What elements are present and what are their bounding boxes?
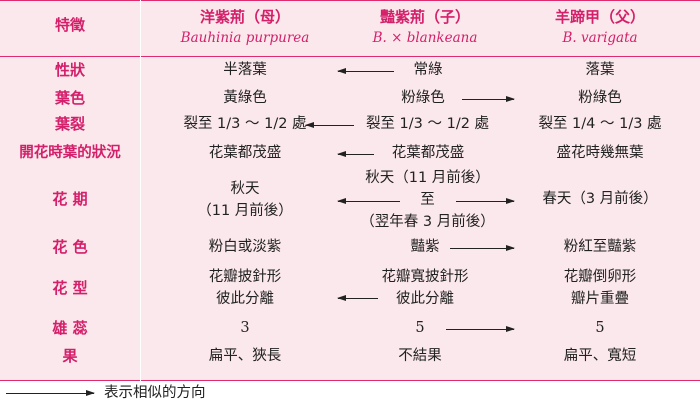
header-mother-title: 洋紫荊（母） <box>199 8 290 26</box>
cell-leaf-lobe-father: 裂至 1/4 ～ 1/3 處 <box>538 116 662 132</box>
similarity-arrow-left <box>337 151 374 157</box>
cell-stamens-mother: 3 <box>240 320 250 336</box>
header-child-scientific-name: B. × blankeana <box>372 30 478 46</box>
header-col-mother: 洋紫荊（母） Bauhinia purpurea <box>150 6 340 48</box>
legend-text: 表示相似的方向 <box>104 385 206 401</box>
row-label-leaf-at-flowering: 開花時葉的狀況 <box>19 145 121 161</box>
cell-fruit-mother: 扁平、狹長 <box>208 348 282 364</box>
cell-leaf-color-mother: 黃綠色 <box>223 90 267 106</box>
top-rule <box>0 0 700 1</box>
similarity-arrow-left <box>337 68 394 74</box>
cell-flowering-period-child-line2: 至 <box>420 192 435 208</box>
row-label-flower-color: 花 色 <box>52 238 88 256</box>
cell-habit-child: 常綠 <box>413 62 443 78</box>
comparison-table: 特徵 洋紫荊（母） Bauhinia purpurea 豔紫荊（子） B. × … <box>0 0 700 381</box>
cell-flower-color-father: 粉紅至豔紫 <box>563 239 637 255</box>
cell-flowering-period-father: 春天（3 月前後） <box>542 191 658 207</box>
similarity-arrow-right <box>446 326 515 332</box>
cell-fruit-father: 扁平、寬短 <box>563 348 637 364</box>
bottom-rule <box>0 380 700 381</box>
row-label-flower-shape: 花 型 <box>52 279 88 297</box>
cell-leaf-color-child: 粉綠色 <box>401 90 445 106</box>
cell-flowering-period-child-line1: 秋天（11 月前後） <box>365 170 490 186</box>
legend-arrow-icon <box>6 390 95 396</box>
cell-stamens-child: 5 <box>415 320 425 336</box>
header-rule <box>0 56 700 57</box>
header-feature: 特徵 <box>0 14 140 36</box>
cell-flower-color-child: 豔紫 <box>410 239 440 255</box>
row-label-leaf-lobe: 葉裂 <box>54 115 85 133</box>
similarity-arrow-right <box>450 245 515 251</box>
cell-flowering-period-child-line3: （翌年春 3 月前後） <box>360 214 495 230</box>
cell-flower-shape-father-line1: 花瓣倒卵形 <box>563 269 637 285</box>
similarity-arrow-left <box>337 295 378 301</box>
cell-habit-father: 落葉 <box>585 62 615 78</box>
cell-leaf-at-flowering-father: 盛花時幾無葉 <box>556 145 644 161</box>
cell-flowering-period-mother-line1: 秋天 <box>230 181 260 197</box>
cell-flower-shape-father-line2: 瓣片重疊 <box>571 291 629 307</box>
header-feature-label: 特徵 <box>54 16 85 34</box>
row-label-fruit: 果 <box>62 347 78 365</box>
cell-leaf-lobe-mother: 裂至 1/3 ～ 1/2 處 <box>183 116 307 132</box>
similarity-arrow-left <box>337 198 400 204</box>
column-separator <box>140 0 141 381</box>
similarity-arrow-right <box>462 96 515 102</box>
row-label-stamens: 雄 蕊 <box>52 319 88 337</box>
row-label-leaf-color: 葉色 <box>54 89 85 107</box>
row-label-habit: 性狀 <box>54 61 85 79</box>
cell-flower-shape-mother-line2: 彼此分離 <box>216 291 274 307</box>
header-child-title: 豔紫荊（子） <box>379 8 470 26</box>
row-label-flowering-period: 花 期 <box>52 190 88 208</box>
header-mother-scientific-name: Bauhinia purpurea <box>180 30 310 46</box>
cell-flower-color-mother: 粉白或淡紫 <box>208 239 282 255</box>
cell-leaf-at-flowering-mother: 花葉都茂盛 <box>208 145 282 161</box>
similarity-arrow-right <box>456 198 515 204</box>
cell-habit-mother: 半落葉 <box>223 62 267 78</box>
header-col-father: 羊蹄甲（父） B. varigata <box>505 6 695 48</box>
cell-flowering-period-mother-line2: （11 月前後） <box>197 203 293 219</box>
cell-flower-shape-child-line2: 彼此分離 <box>396 291 454 307</box>
header-father-scientific-name: B. varigata <box>562 30 638 46</box>
cell-stamens-father: 5 <box>595 320 605 336</box>
cell-flower-shape-mother-line1: 花瓣披針形 <box>208 269 282 285</box>
similarity-arrow-left <box>305 122 354 128</box>
cell-fruit-child: 不結果 <box>398 348 442 364</box>
header-father-title: 羊蹄甲（父） <box>554 8 645 26</box>
cell-leaf-at-flowering-child: 花葉都茂盛 <box>391 145 465 161</box>
header-col-child: 豔紫荊（子） B. × blankeana <box>330 6 520 48</box>
cell-leaf-color-father: 粉綠色 <box>578 90 622 106</box>
cell-flower-shape-child-line1: 花瓣寬披針形 <box>381 269 469 285</box>
cell-leaf-lobe-child: 裂至 1/3 ～ 1/2 處 <box>365 116 490 132</box>
